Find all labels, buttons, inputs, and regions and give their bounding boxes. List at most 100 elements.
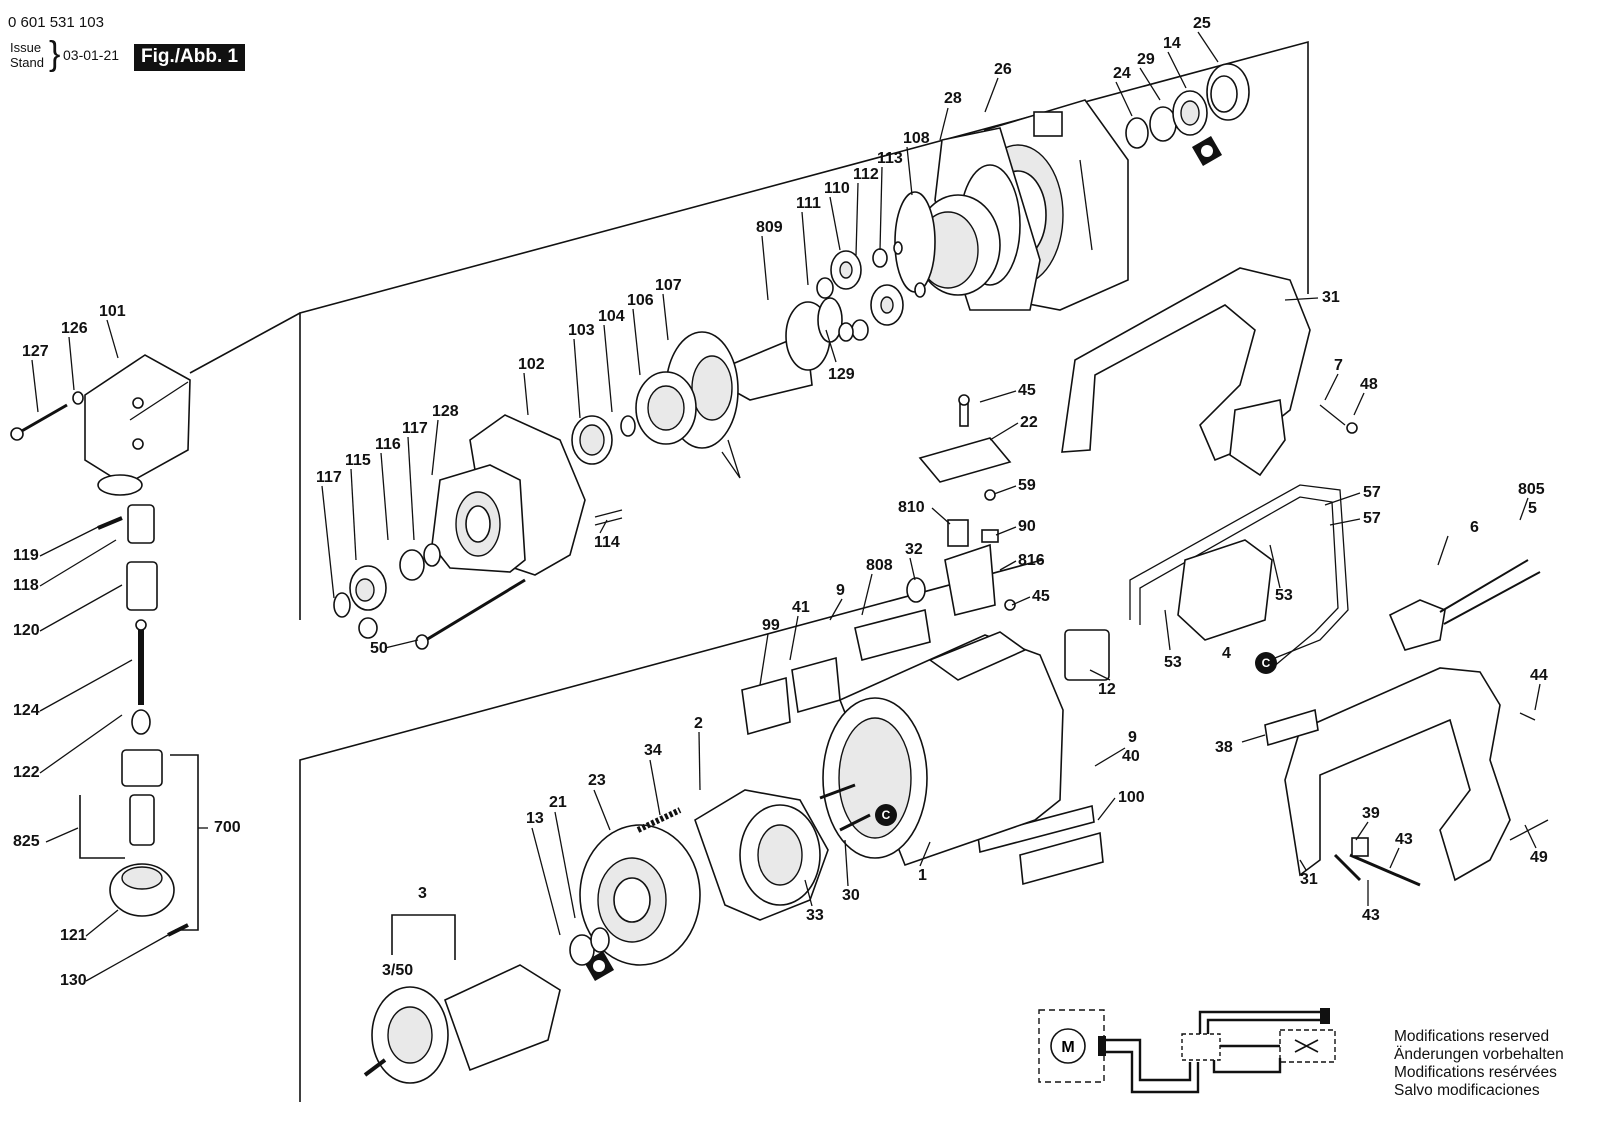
leader-line — [39, 525, 101, 557]
callout-53a: 53 — [1275, 587, 1293, 604]
callout-48: 48 — [1360, 376, 1378, 393]
callout-2: 2 — [694, 715, 703, 732]
callout-32: 32 — [905, 541, 923, 558]
leader-line — [1197, 31, 1219, 63]
callout-805: 805 — [1518, 481, 1545, 498]
callout-113: 113 — [877, 150, 903, 167]
planet-gears-part — [816, 241, 926, 341]
issue-date: 03-01-21 — [63, 47, 120, 63]
callout-33: 33 — [806, 907, 824, 924]
callout-106: 106 — [627, 292, 654, 309]
issue-stand-labels: Issue Stand — [10, 40, 44, 70]
leader-line — [989, 422, 1019, 441]
group-700-bracket — [170, 754, 199, 931]
callout-130: 130 — [60, 972, 87, 989]
leader-line — [979, 390, 1017, 403]
part-number-callouts: 25 29 24 14 26 28 108 113 112 110 111 80… — [13, 15, 1548, 989]
needle-bearing-part — [333, 543, 441, 639]
group-3-bracket — [391, 914, 456, 960]
leader-line — [1389, 847, 1400, 869]
leader-line — [632, 308, 641, 376]
side-handle-part — [1264, 667, 1549, 887]
leader-line — [999, 560, 1017, 571]
long-screw-part — [415, 578, 526, 650]
figure-tag: Fig./Abb. 1 — [134, 44, 246, 71]
chuck-column-part — [97, 504, 189, 937]
brush-holder-part — [906, 394, 1016, 616]
callout-112: 112 — [853, 166, 879, 183]
callout-49: 49 — [1530, 849, 1548, 866]
leader-line — [698, 731, 701, 791]
leader-line — [844, 839, 849, 887]
callout-57b: 57 — [1363, 510, 1381, 527]
ball-bearing-part — [571, 371, 697, 526]
callout-9a: 9 — [836, 582, 845, 599]
callout-30: 30 — [842, 887, 860, 904]
leader-line — [573, 338, 581, 419]
leader-line — [85, 934, 169, 982]
callout-39: 39 — [1362, 805, 1380, 822]
leader-line — [789, 615, 799, 661]
lower-assembly-frame — [299, 559, 1043, 1102]
callout-120: 120 — [13, 622, 40, 639]
leader-line — [879, 166, 883, 251]
leader-line — [761, 235, 769, 301]
leader-line — [861, 573, 873, 616]
callout-103: 103 — [568, 322, 595, 339]
callout-700: 700 — [214, 819, 241, 836]
label-plates-part — [741, 609, 1104, 886]
leader-line — [829, 196, 841, 251]
callout-25: 25 — [1193, 15, 1211, 32]
fan-shroud-part — [579, 824, 701, 966]
leader-line — [649, 759, 661, 816]
brace-icon: } — [49, 35, 61, 73]
callout-99: 99 — [762, 617, 780, 634]
callout-810: 810 — [898, 499, 925, 516]
document-number: 0 601 531 103 — [8, 14, 104, 31]
ring-gear-part — [894, 191, 1001, 296]
leader-line — [1241, 734, 1266, 743]
callout-111: 111 — [796, 195, 821, 212]
leader-line — [554, 811, 576, 919]
leader-line — [39, 659, 133, 712]
field-stator-part — [694, 789, 829, 921]
switch-and-cables-part — [1064, 484, 1541, 681]
leader-line — [1139, 67, 1161, 101]
callout-118: 118 — [13, 577, 39, 594]
callout-104: 104 — [598, 308, 625, 325]
angle-head-part — [84, 354, 191, 496]
callout-41: 41 — [792, 599, 810, 616]
leader-line — [384, 639, 419, 649]
upper-assembly-frame — [299, 40, 1309, 620]
leader-line — [1324, 492, 1361, 506]
callout-1: 1 — [918, 867, 927, 884]
leader-line — [1164, 609, 1171, 651]
callout-26: 26 — [994, 61, 1012, 78]
callout-119: 119 — [13, 547, 39, 564]
leader-line — [1324, 373, 1339, 401]
leader-line — [39, 539, 117, 587]
callout-3-50: 3/50 — [382, 962, 413, 979]
callout-117b: 117 — [316, 469, 342, 486]
leader-line — [909, 557, 916, 581]
callout-100: 100 — [1118, 789, 1145, 806]
leader-line — [855, 182, 859, 256]
callout-13: 13 — [526, 810, 544, 827]
drive-spindle-part — [729, 297, 854, 401]
leader-line — [995, 526, 1017, 536]
callout-9b: 9 — [1128, 729, 1137, 746]
motor-housing-part — [822, 631, 1064, 867]
gear-cover-part — [431, 414, 586, 576]
leader-line — [31, 359, 39, 413]
callout-43b: 43 — [1362, 907, 1380, 924]
callout-127: 127 — [22, 343, 49, 360]
leader-line — [939, 107, 949, 141]
callout-45b: 45 — [1032, 588, 1050, 605]
motor-symbol: M — [1061, 1039, 1074, 1056]
callout-24: 24 — [1113, 65, 1131, 82]
callout-808: 808 — [866, 557, 893, 574]
group-825-bracket — [79, 795, 125, 859]
callout-110: 110 — [824, 180, 850, 197]
leader-line — [68, 336, 75, 391]
callout-126: 126 — [61, 320, 88, 337]
